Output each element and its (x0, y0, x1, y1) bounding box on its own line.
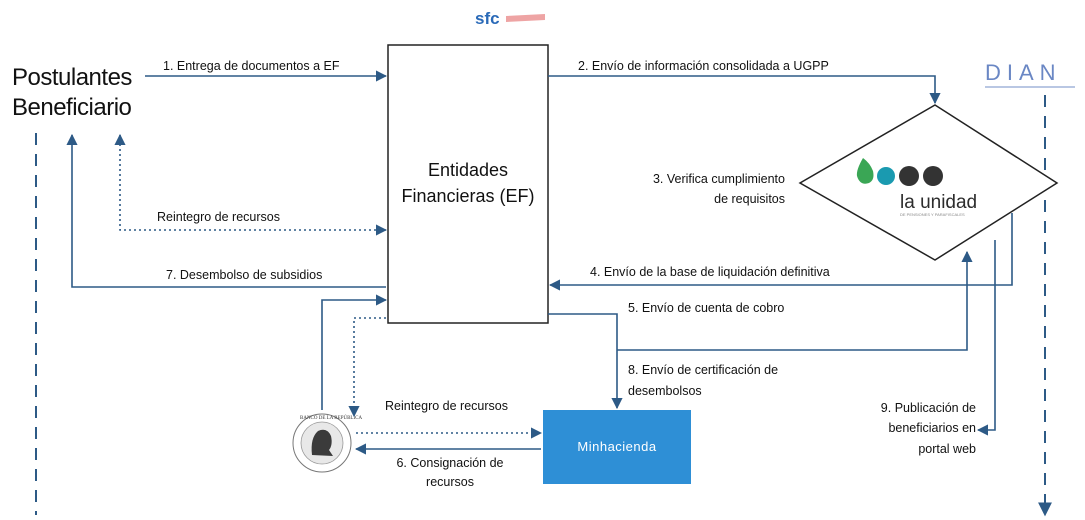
arrow-banco-ef-solid (321, 294, 388, 410)
flow-9-label-line1: 9. Publicación de (881, 401, 976, 415)
arrow-9-publicacion (976, 240, 996, 436)
flow-8-label-line1: 8. Envío de certificación de (628, 363, 778, 377)
ugpp-logo: la unidad DE PENSIONES Y PARAFISCALES (856, 158, 977, 217)
ugpp-dot-dark-2 (923, 166, 943, 186)
dian-logo: DIAN (985, 60, 1075, 88)
flow-6-label-line1: 6. Consignación de (396, 456, 503, 470)
flow-2-label: 2. Envío de información consolidada a UG… (578, 59, 829, 73)
arrow-5-cuenta-cobro (548, 313, 623, 410)
sfc-logo-text: sfc (475, 9, 500, 28)
ugpp-logo-text: la unidad (900, 192, 977, 213)
flow-5-label: 5. Envío de cuenta de cobro (628, 301, 784, 315)
entidades-financieras-box: Entidades Financieras (EF) (387, 44, 549, 324)
ef-label-line2: Financieras (EF) (401, 186, 534, 206)
flow-9-label-line2: beneficiarios en (888, 421, 976, 435)
flow-4-label: 4. Envío de la base de liquidación defin… (590, 265, 830, 279)
arrow-ef-banco-dotted (348, 317, 386, 418)
flow-6-label-line2: recursos (426, 475, 474, 489)
flow-1-label: 1. Entrega de documentos a EF (163, 59, 340, 73)
ugpp-drop-green (856, 158, 874, 184)
postulantes-actor: Postulantes Beneficiario (12, 64, 133, 121)
flow-3-label-line2: de requisitos (714, 192, 785, 206)
arrow-reintegro-ef (114, 133, 388, 236)
ugpp-dot-teal (877, 167, 895, 185)
flow-7-label: 7. Desembolso de subsidios (166, 268, 322, 282)
banco-republica-seal: BANCO DE LA REPÚBLICA (292, 413, 362, 473)
reintegro-banco-label: Reintegro de recursos (385, 399, 508, 413)
flow-9-label-line3: portal web (918, 442, 976, 456)
ef-label-line1: Entidades (428, 160, 508, 180)
arrow-8-certificacion (617, 250, 973, 351)
seal-text: BANCO DE LA REPÚBLICA (300, 415, 362, 421)
minhacienda-box: Minhacienda (543, 410, 691, 484)
ef-box-frame (387, 44, 549, 324)
reintegro-ef-label: Reintegro de recursos (157, 210, 280, 224)
ugpp-diamond: la unidad DE PENSIONES Y PARAFISCALES (798, 104, 1059, 261)
flow-8-label-line2: desembolsos (628, 384, 702, 398)
seal-portrait (311, 429, 333, 456)
ugpp-dot-dark-1 (899, 166, 919, 186)
sfc-logo-swoosh (506, 14, 545, 22)
minhacienda-label: Minhacienda (577, 439, 656, 454)
arrow-4-base-liquidacion (548, 213, 1013, 291)
arrow-2-envio-informacion (548, 75, 941, 105)
sfc-logo: sfc (475, 9, 545, 28)
postulantes-label-line1: Postulantes (12, 64, 132, 91)
ugpp-logo-tagline: DE PENSIONES Y PARAFISCALES (900, 212, 965, 217)
postulantes-label-line2: Beneficiario (12, 94, 132, 121)
dian-logo-text: DIAN (985, 60, 1062, 85)
dian-logo-underline (985, 86, 1075, 88)
arrow-7-desembolso (66, 133, 386, 288)
flow-3-label-line1: 3. Verifica cumplimiento (653, 172, 785, 186)
minhacienda-box-frame (543, 410, 691, 484)
